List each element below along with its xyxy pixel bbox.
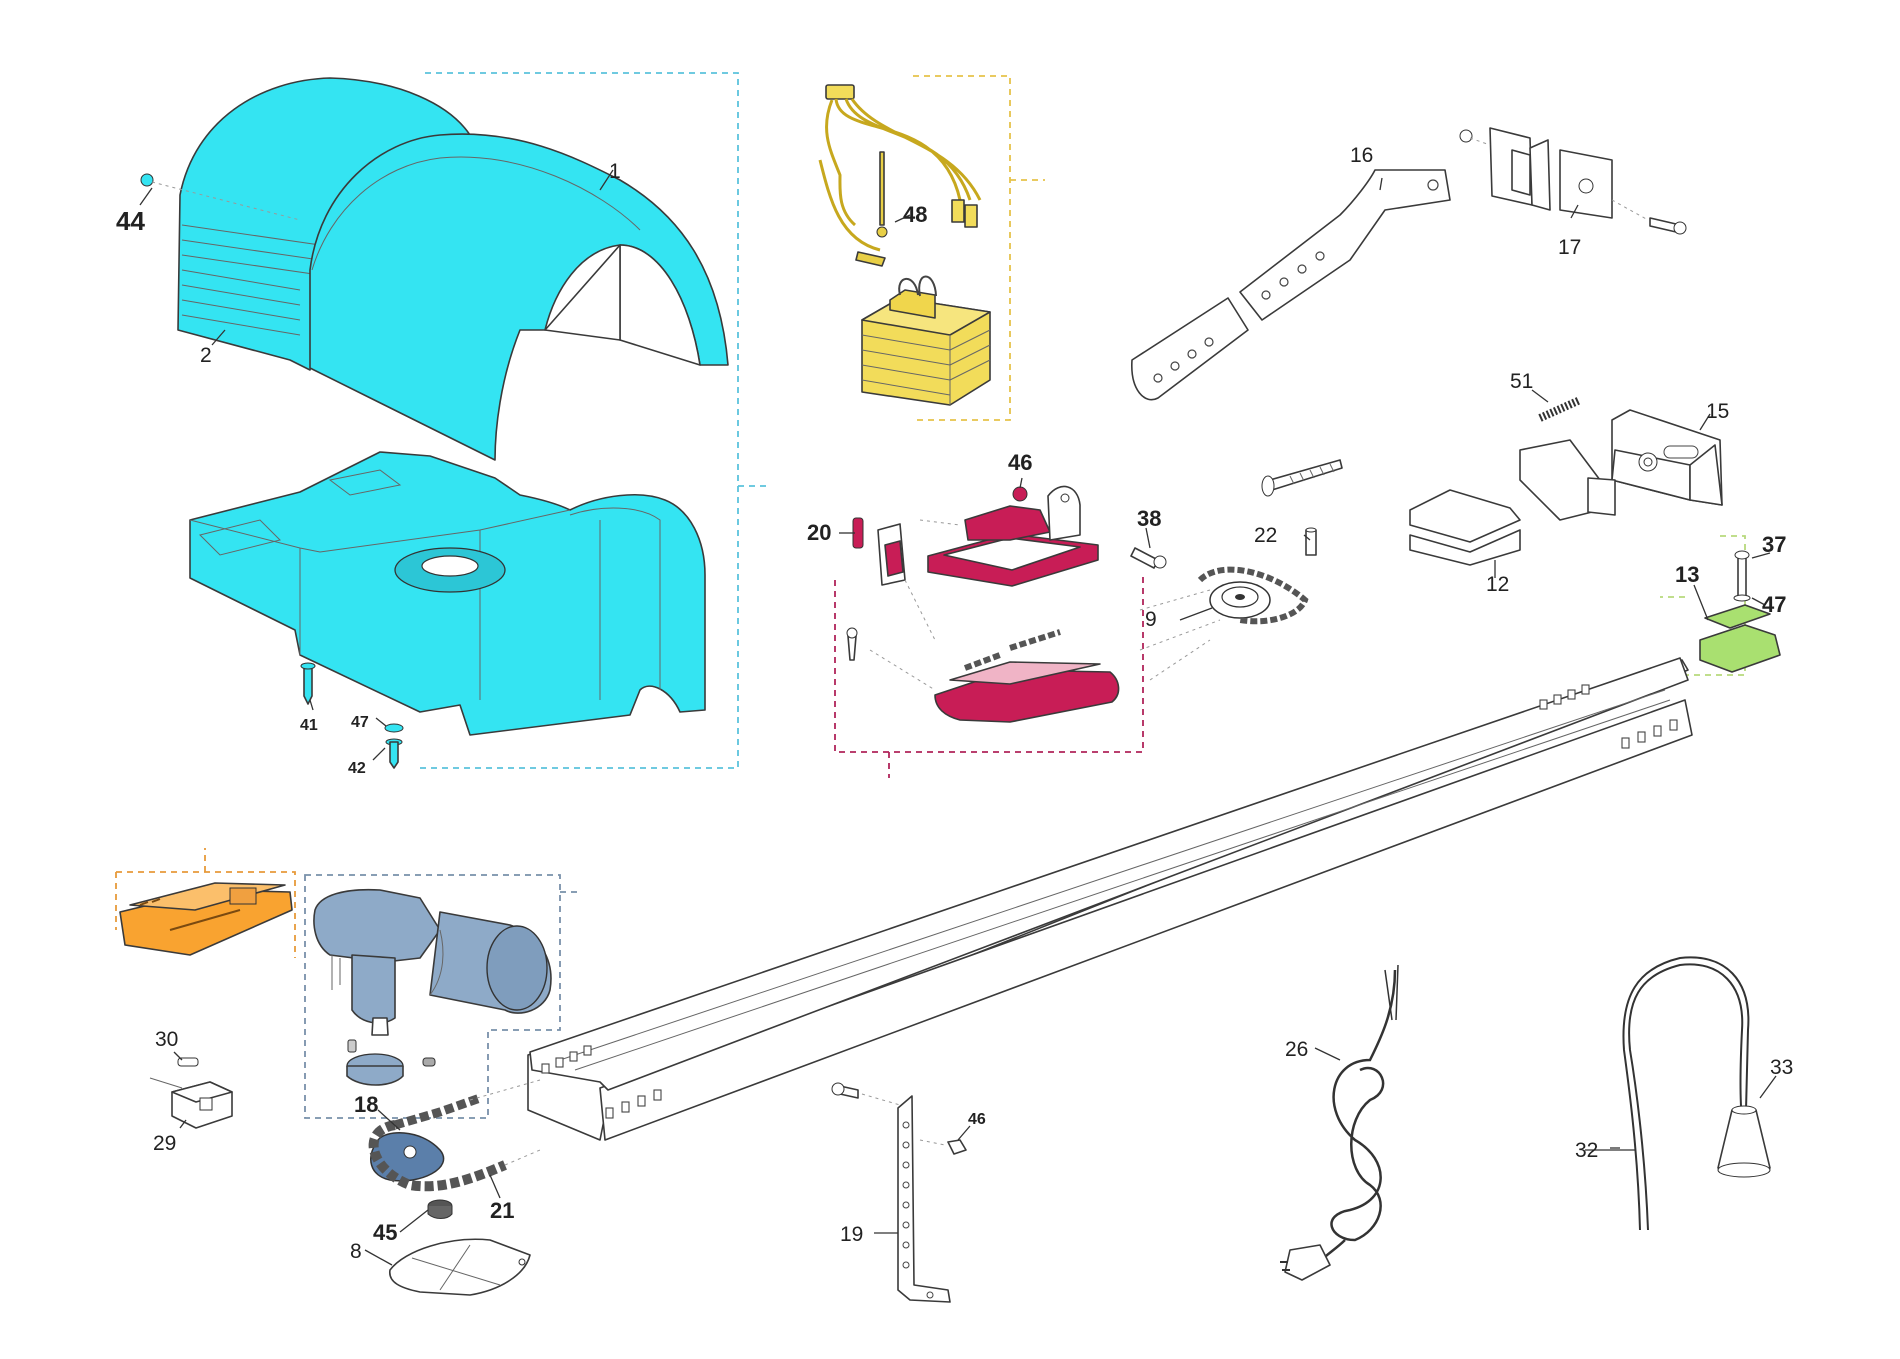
sprocket-part-18	[370, 1132, 445, 1182]
screw-part-44	[140, 173, 301, 221]
callout-22: 22	[1254, 524, 1277, 547]
callout-46-a: 46	[1008, 450, 1032, 475]
callout-48: 48	[903, 202, 927, 227]
spring-part-51	[1538, 396, 1582, 422]
rail-assembly	[527, 657, 1693, 1141]
callout-labels: 1 2 44 41 47 42 48 16 17 51 15 46 20 38 …	[116, 144, 1793, 1263]
callout-45: 45	[373, 1220, 397, 1245]
arm-part-16	[1131, 169, 1451, 401]
callout-13: 13	[1675, 562, 1699, 587]
wire-connector	[825, 84, 855, 100]
callout-8: 8	[350, 1240, 362, 1263]
washer-part-47	[384, 723, 404, 733]
callout-21: 21	[490, 1198, 514, 1223]
callout-9: 9	[1145, 608, 1157, 631]
motor-assembly	[313, 888, 552, 1086]
group-box-bracket13	[1660, 535, 1746, 676]
group-box-motor	[304, 874, 580, 1119]
transformer-assembly	[818, 84, 991, 406]
release-knob-part-33	[1717, 1105, 1771, 1178]
group-box-carriage	[834, 572, 1144, 778]
callout-30: 30	[155, 1028, 178, 1051]
callout-2: 2	[200, 344, 212, 367]
callout-16: 16	[1350, 144, 1373, 167]
bracket-part-15	[1519, 409, 1723, 521]
callout-47-b: 47	[1762, 592, 1786, 617]
power-cord-part-26	[1280, 964, 1399, 1281]
callout-17: 17	[1558, 236, 1581, 259]
chain-part-21	[368, 1079, 541, 1192]
callout-51: 51	[1510, 370, 1533, 393]
hanger-bracket-part-19	[831, 1082, 967, 1303]
group-box-cover	[418, 72, 768, 769]
fuse-part-30	[177, 1057, 199, 1067]
callout-18: 18	[354, 1092, 378, 1117]
callout-29: 29	[153, 1132, 176, 1155]
callout-41: 41	[300, 717, 318, 734]
carriage-assembly	[846, 485, 1167, 723]
fuse-holder-part-29	[149, 1077, 233, 1129]
base-housing	[189, 451, 706, 736]
control-board	[119, 882, 293, 956]
bracket-part-17	[1459, 127, 1687, 235]
pulley-part-9	[1139, 566, 1309, 681]
callout-46-b: 46	[968, 1111, 986, 1128]
group-box-board	[115, 848, 296, 958]
group-box-transformer	[913, 75, 1045, 421]
callout-47-a: 47	[351, 714, 369, 731]
leader-lines	[139, 169, 1777, 1266]
callout-19: 19	[840, 1223, 863, 1246]
callout-44: 44	[116, 206, 145, 236]
bracket-part-13	[1699, 550, 1781, 673]
callout-42: 42	[348, 760, 366, 777]
callout-32: 32	[1575, 1139, 1598, 1162]
clip-part-12	[1409, 489, 1521, 566]
screw-part-42	[385, 738, 403, 769]
cover-assembly	[140, 77, 729, 769]
nut-part-45	[427, 1199, 453, 1219]
bolt-and-pin-parts	[1261, 459, 1343, 556]
callout-20: 20	[807, 520, 831, 545]
cover-plate-part-8	[389, 1238, 531, 1296]
callout-15: 15	[1706, 400, 1729, 423]
screw-part-41	[300, 662, 316, 705]
chain-link-carriage	[963, 629, 1061, 671]
callout-12: 12	[1486, 573, 1509, 596]
callout-38: 38	[1137, 506, 1161, 531]
callout-1: 1	[609, 160, 621, 183]
callout-37: 37	[1762, 532, 1786, 557]
callout-26: 26	[1285, 1038, 1308, 1061]
release-cord-part-32	[1622, 956, 1750, 1231]
callout-33: 33	[1770, 1056, 1793, 1079]
